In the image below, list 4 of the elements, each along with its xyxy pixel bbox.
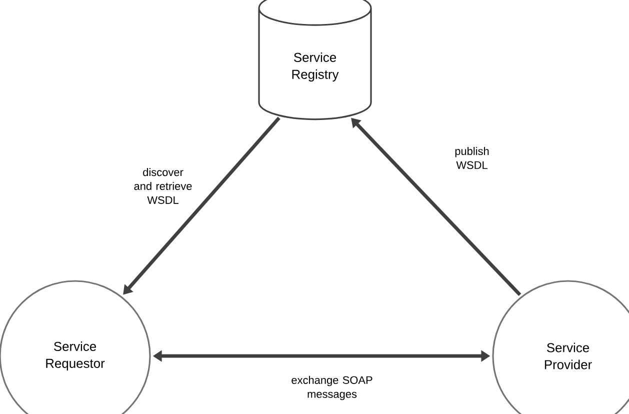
registry-cylinder: Service Registry	[258, 0, 372, 120]
edge-label: discover and retrieve WSDL	[134, 168, 192, 204]
edge-label: publish WSDL	[455, 147, 489, 169]
edge-label: exchange SOAP messages	[292, 376, 372, 400]
